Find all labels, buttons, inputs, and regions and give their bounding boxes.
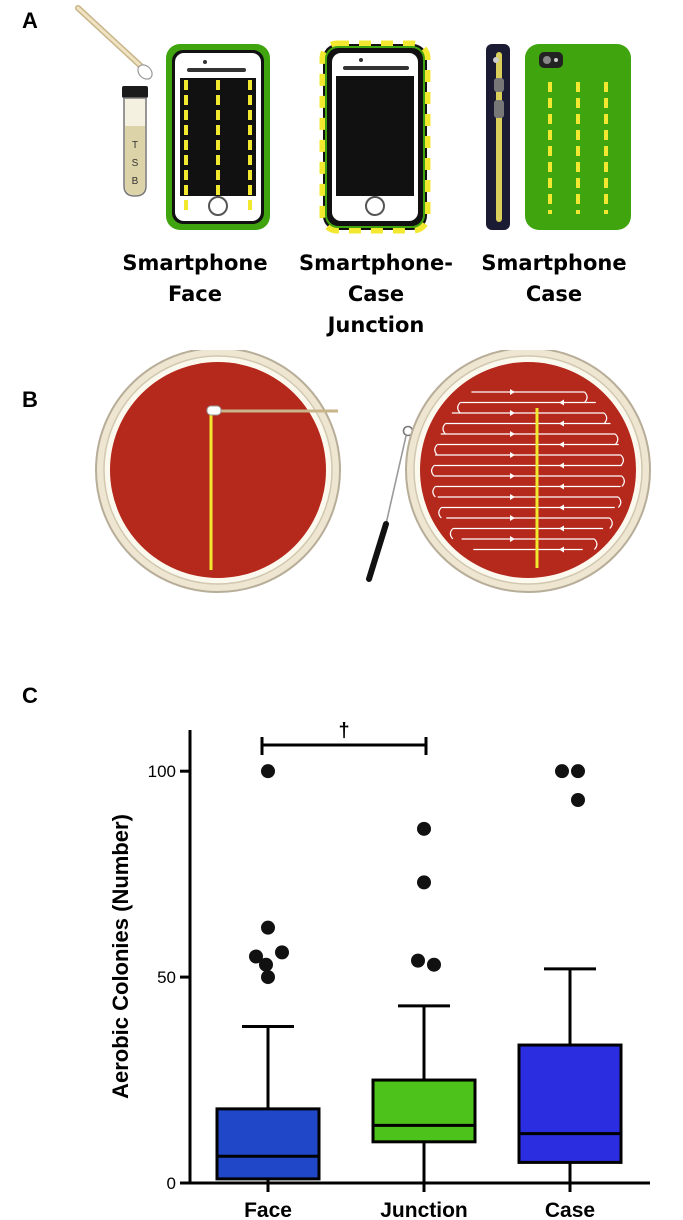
caption-line: Case xyxy=(347,282,405,306)
x-tick-label: Case xyxy=(545,1199,595,1220)
outlier-point xyxy=(259,957,273,972)
streak-arrow xyxy=(559,546,564,553)
tube-letter-t: T xyxy=(132,140,138,151)
x-tick-label: Face xyxy=(244,1199,292,1220)
tube-letter-s: S xyxy=(132,158,139,169)
panel-a-illustration: T S B xyxy=(75,5,631,234)
box-iqr xyxy=(215,1107,321,1181)
streak-arrow xyxy=(559,525,564,532)
caption-line: Smartphone xyxy=(481,251,627,275)
streak-turn xyxy=(620,454,624,466)
significance-marker: † xyxy=(338,720,349,742)
swab-tip xyxy=(206,405,222,416)
y-tick-label: 50 xyxy=(157,968,176,987)
streak-arrow xyxy=(510,452,515,458)
swab-stripes xyxy=(184,80,252,212)
caption-line: Junction xyxy=(327,313,425,337)
phone-face xyxy=(166,44,270,230)
caption-smartphone-face: Smartphone Face xyxy=(100,248,290,310)
streak-turn xyxy=(621,475,625,487)
streak-arrow xyxy=(559,483,564,490)
box-case xyxy=(517,764,623,1183)
panel-a-label: A xyxy=(22,8,38,33)
outlier-point xyxy=(427,957,441,972)
agar-plate-streaked xyxy=(405,350,651,593)
streak-turn xyxy=(609,517,613,529)
streak-turn xyxy=(438,507,442,519)
box-junction xyxy=(371,821,477,1183)
streak-arrow xyxy=(510,410,515,416)
streak-turn xyxy=(617,496,622,508)
x-tick-label: Junction xyxy=(380,1199,468,1220)
box-iqr xyxy=(371,1078,477,1144)
streak-turn xyxy=(593,538,598,550)
streak-arrow xyxy=(510,389,515,395)
streak-arrow xyxy=(510,536,515,542)
panel-b-label: B xyxy=(22,387,38,412)
y-tick-label: 100 xyxy=(148,762,176,781)
caption-line: Smartphone xyxy=(122,251,268,275)
y-tick-label: 0 xyxy=(167,1174,176,1193)
caption-line: Smartphone- xyxy=(299,251,453,275)
agar-plate-inoculated xyxy=(95,350,341,593)
tube-letter-b: B xyxy=(132,176,139,187)
outlier-point xyxy=(261,970,275,985)
y-ticks: 0 50 100 xyxy=(148,762,190,1193)
box-plot-chart: Aerobic Colonies (Number) 0 50 100 Face Jun… xyxy=(108,720,650,1220)
outlier-point xyxy=(555,764,569,779)
significance-annotations: † xyxy=(260,720,428,755)
streak-arrow xyxy=(510,494,515,500)
outlier-point xyxy=(571,764,585,779)
y-axis-label: Aerobic Colonies (Number) xyxy=(108,814,133,1099)
outlier-point xyxy=(261,764,275,779)
phone-junction xyxy=(319,40,431,234)
streak-arrow xyxy=(510,473,515,479)
streak-turn xyxy=(434,444,438,456)
streak-turn xyxy=(432,486,436,498)
outlier-point xyxy=(261,920,275,935)
caption-line: Case xyxy=(525,282,583,306)
streak-turn xyxy=(614,433,619,445)
outlier-point xyxy=(275,945,289,960)
streak-turn xyxy=(603,412,608,424)
streak-turn xyxy=(431,465,435,477)
streak-arrow xyxy=(559,420,564,427)
caption-junction: Smartphone- Case Junction xyxy=(281,248,471,341)
panel-c-label: C xyxy=(22,683,38,708)
outlier-point xyxy=(249,949,263,964)
box-face xyxy=(215,764,321,1183)
streak-arrow xyxy=(510,515,515,521)
streak-arrow xyxy=(510,431,515,437)
x-ticks: Face Junction Case xyxy=(244,1183,595,1220)
panel-b-illustration xyxy=(95,350,651,593)
streak-lines xyxy=(431,389,625,553)
streak-turn xyxy=(584,391,588,403)
phone-side-view xyxy=(486,44,510,230)
outlier-point xyxy=(417,821,431,836)
inoculating-loop xyxy=(366,425,414,582)
box-iqr xyxy=(517,1043,623,1164)
streak-turn xyxy=(449,528,454,540)
swab xyxy=(75,5,153,80)
streak-turn xyxy=(457,402,461,414)
outlier-point xyxy=(417,875,431,890)
streak-arrow xyxy=(559,462,564,469)
caption-line: Face xyxy=(168,282,222,306)
boxes xyxy=(215,764,623,1183)
streak-arrow xyxy=(559,441,564,448)
tsb-tube: T S B xyxy=(122,86,148,197)
swab-stripes-case xyxy=(548,82,608,214)
phone-case-back xyxy=(525,44,631,230)
streak-arrow xyxy=(559,504,564,511)
caption-smartphone-case: Smartphone Case xyxy=(459,248,649,310)
streak-turn xyxy=(442,423,446,435)
outlier-point xyxy=(571,793,585,808)
outlier-point xyxy=(411,953,425,968)
streak-arrow xyxy=(559,399,564,406)
